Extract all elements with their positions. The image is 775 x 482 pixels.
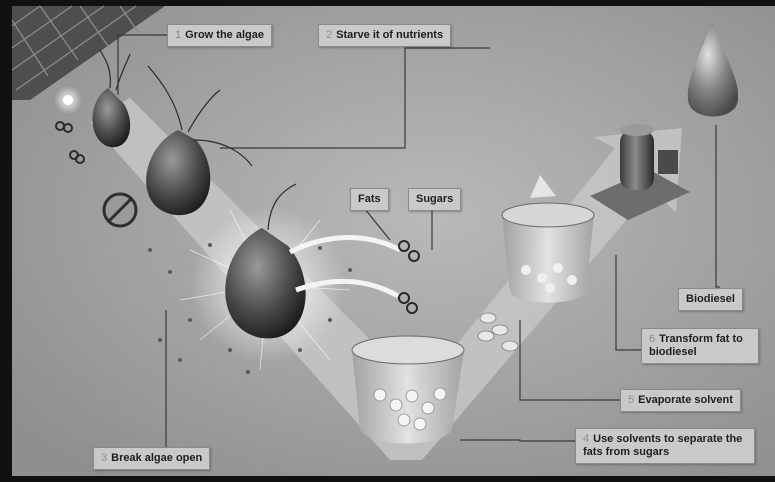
step-number: 6 (649, 333, 655, 345)
step-1-label: 1 Grow the algae (167, 24, 272, 47)
step-text: Break algae open (111, 452, 202, 464)
step-3-label: 3 Break algae open (93, 447, 210, 470)
biodiesel-label: Biodiesel (678, 288, 743, 311)
step-text: Use solvents to separate the fats from s… (583, 433, 742, 458)
sun-icon (54, 86, 82, 114)
step-number: 2 (326, 29, 332, 41)
no-nutrients-icon (104, 194, 136, 226)
fats-text: Fats (358, 193, 381, 205)
step-text: Transform fat to biodiesel (649, 333, 743, 358)
step-text: Starve it of nutrients (336, 29, 443, 41)
step-text: Grow the algae (185, 29, 264, 41)
fats-label: Fats (350, 188, 389, 211)
step-2-label: 2 Starve it of nutrients (318, 24, 451, 47)
sugars-text: Sugars (416, 193, 453, 205)
step-number: 5 (628, 394, 634, 406)
beaker-icon (352, 336, 464, 444)
biodiesel-text: Biodiesel (686, 293, 735, 305)
step-number: 3 (101, 452, 107, 464)
step-number: 1 (175, 29, 181, 41)
step-5-label: 5 Evaporate solvent (620, 389, 741, 412)
step-number: 4 (583, 433, 589, 445)
step-text: Evaporate solvent (638, 394, 733, 406)
sugars-label: Sugars (408, 188, 461, 211)
